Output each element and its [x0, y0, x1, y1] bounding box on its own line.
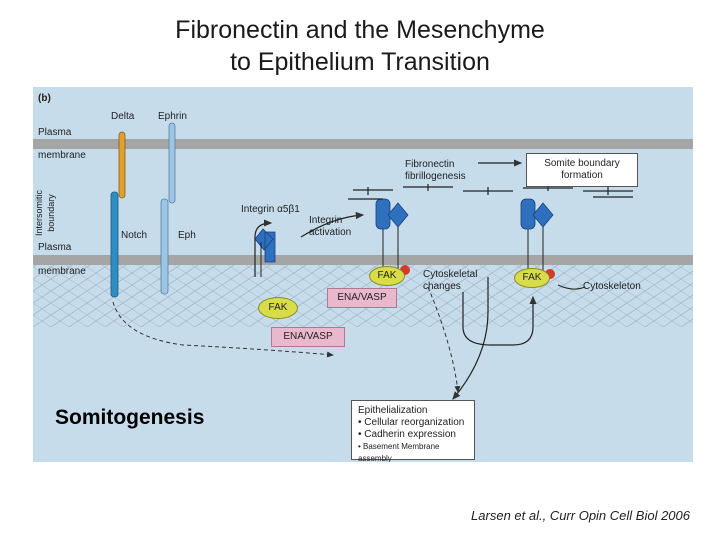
- epithelialization-item-2: • Cadherin expression: [358, 429, 456, 440]
- integrin-mid-alpha: [375, 198, 391, 230]
- slide-title: Fibronectin and the Mesenchyme to Epithe…: [0, 14, 720, 78]
- cytoskeletal-label-1: Cytoskeletal: [423, 269, 478, 280]
- somite-boundary-box: Somite boundary formation: [526, 153, 638, 187]
- delta-receptor: [118, 131, 126, 199]
- title-line-2: to Epithelium Transition: [230, 48, 490, 76]
- ephrin-label: Ephrin: [158, 111, 187, 122]
- delta-label: Delta: [111, 111, 135, 122]
- fak-protein-1: FAK: [369, 266, 405, 286]
- plasma-label-bottom: Plasma: [38, 242, 72, 253]
- intersomitic-label: Intersomitic boundary: [34, 190, 56, 237]
- fibronectin-fibrils: [348, 184, 633, 200]
- ena-vasp-protein-2: ENA/VASP: [271, 327, 345, 347]
- epithelialization-box: Epithelialization • Cellular reorganizat…: [351, 400, 475, 462]
- ena-vasp-protein-1: ENA/VASP: [327, 288, 397, 308]
- ephrin-receptor: [168, 122, 176, 204]
- fibrillogenesis-label-1: Fibronectin: [405, 159, 455, 170]
- integrin-right-alpha: [520, 198, 536, 230]
- epithelialization-item-1: • Cellular reorganization: [358, 417, 465, 428]
- signal-arrow: [452, 277, 489, 400]
- membrane-label-bottom: membrane: [38, 266, 86, 277]
- integrin-activation-label-2: activation: [309, 227, 352, 238]
- integrin-activation-arrow: [300, 211, 365, 238]
- notch-receptor: [110, 191, 119, 298]
- epithelialization-title: Epithelialization: [358, 405, 428, 416]
- title-line-1: Fibronectin and the Mesenchyme: [175, 16, 545, 44]
- integrin-activation-label-1: Integrin: [309, 215, 343, 226]
- integrin-dashed-arrow: [427, 286, 461, 393]
- somite-boundary-line-1: Somite boundary: [544, 158, 620, 169]
- cytoskeleton-label: Cytoskeleton: [583, 281, 641, 292]
- notch-label: Notch: [121, 230, 148, 241]
- somite-boundary-line-2: formation: [561, 170, 603, 181]
- diagram-panel: (b) Plasma membrane Intersomitic boundar…: [33, 87, 693, 462]
- cytoskeletal-loop: [462, 292, 537, 346]
- fak-protein-2: FAK: [514, 268, 550, 288]
- bottom-membrane: [33, 255, 693, 265]
- eph-receptor: [160, 198, 169, 295]
- panel-label: (b): [38, 93, 51, 104]
- membrane-label-top: membrane: [38, 150, 86, 161]
- fibrillogenesis-label-2: fibrillogenesis: [405, 171, 466, 182]
- eph-label: Eph: [178, 230, 196, 241]
- integrin-right-beta: [532, 202, 554, 228]
- citation: Larsen et al., Curr Opin Cell Biol 2006: [471, 508, 690, 523]
- somitogenesis-label: Somitogenesis: [55, 406, 205, 429]
- plasma-label-top: Plasma: [38, 127, 72, 138]
- notch-dashed-arrow: [112, 301, 334, 358]
- cytoskeleton-line: [557, 284, 586, 290]
- cytoskeletal-label-2: changes: [423, 281, 461, 292]
- integrin-label: Integrin α5β1: [241, 204, 300, 215]
- integrin-left: [254, 228, 276, 263]
- fak-protein-3: FAK: [258, 297, 298, 319]
- integrin-mid-beta: [387, 202, 409, 228]
- integrin-left-arrow: [254, 219, 273, 277]
- top-membrane: [33, 139, 693, 149]
- epithelialization-item-3: • Basement Membrane assembly: [358, 442, 440, 462]
